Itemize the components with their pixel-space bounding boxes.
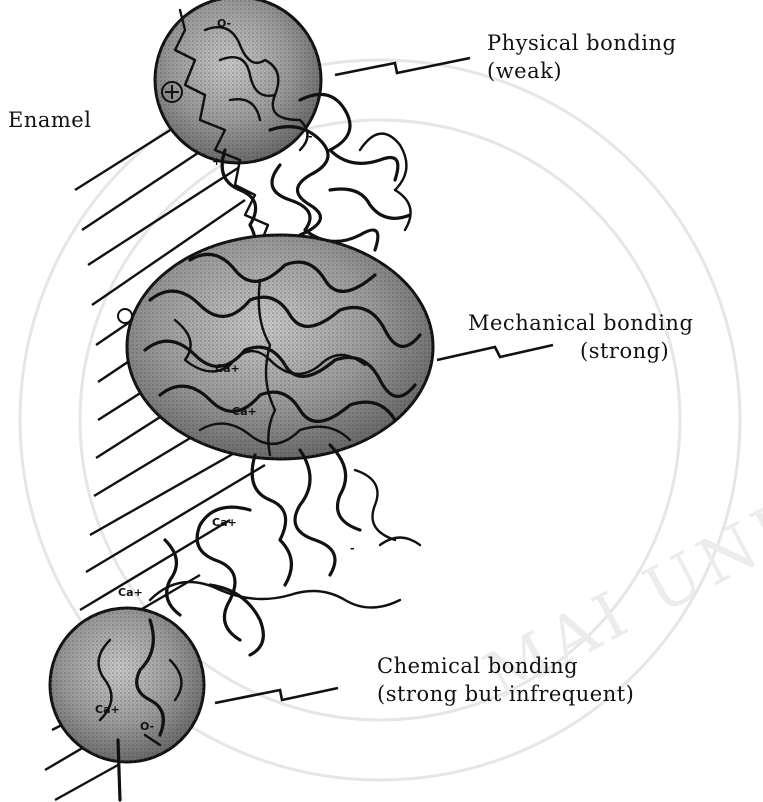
chemical-bonding-region: Ca+ O- [50,608,204,800]
minus-sign-lower: - [350,542,355,555]
physical-bonding-region: O- [155,0,321,260]
ion-o-minus-top: O- [217,17,231,30]
chemical-bonding-strength: (strong but infrequent) [377,682,634,706]
ion-ca-plus-middle-2: Ca+ [232,405,257,418]
ion-ca-plus-lower: Ca+ [212,516,237,529]
physical-bonding-strength: (weak) [487,59,562,83]
chemical-bonding-label: Chemical bonding [377,654,578,678]
mechanical-leader-line [437,345,553,360]
ion-o-minus-bottom: O- [140,720,154,733]
physical-bonding-label: Physical bonding [487,31,676,55]
ion-ca-plus-bottom-left: Ca+ [118,586,143,599]
mechanical-bonding-label: Mechanical bonding [468,311,693,335]
mechanical-bonding-region: Ca+ Ca+ [118,235,433,459]
mechanical-bonding-strength: (strong) [580,339,669,363]
ion-ca-plus-middle-1: Ca+ [215,362,240,375]
plus-sign-upper: + [212,155,221,168]
minus-sign-upper: - [308,130,313,143]
ion-ca-plus-bottom: Ca+ [95,703,120,716]
enamel-label: Enamel [8,108,91,132]
